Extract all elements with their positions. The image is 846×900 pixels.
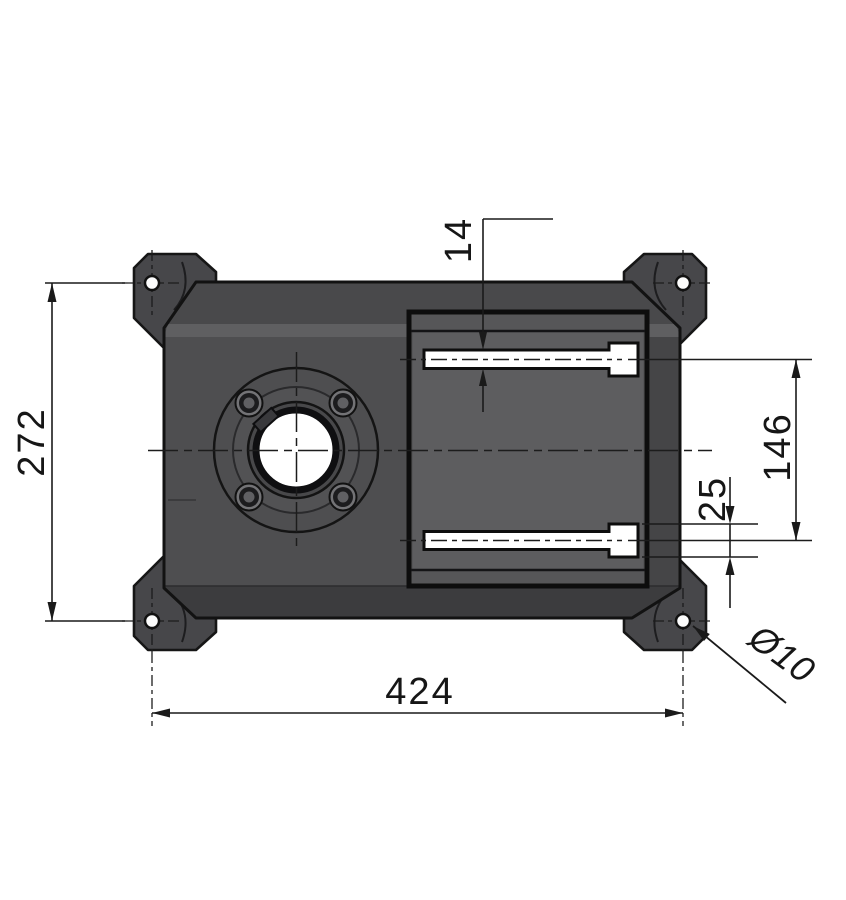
body-bottom-shadow: [164, 586, 680, 617]
dimension-146-label: 146: [757, 412, 799, 481]
flange-bolts: [234, 388, 358, 512]
hole-bottom-left: [143, 612, 161, 630]
dimension-dia10: Ø10: [692, 616, 823, 704]
hole-bottom-right: [674, 612, 692, 630]
dimension-272: 272: [11, 282, 125, 622]
centerlines: [148, 352, 712, 548]
slot-centerlines: [400, 358, 812, 542]
body-right-wall: [650, 337, 680, 586]
dimension-146: 146: [757, 359, 801, 541]
dimension-25: 25: [642, 476, 758, 608]
hole-top-left: [143, 274, 161, 292]
dimension-14-label: 14: [438, 217, 480, 263]
dimension-14: 14: [438, 217, 553, 412]
dimension-424-label: 424: [385, 671, 454, 713]
hole-top-right: [674, 274, 692, 292]
bore-key-tab: [251, 406, 281, 434]
dimension-dia10-label: Ø10: [741, 616, 823, 692]
dimension-25-label: 25: [692, 476, 734, 522]
corner-holes: [143, 274, 692, 630]
dimension-272-label: 272: [11, 407, 53, 476]
dimension-424: 424: [152, 671, 683, 718]
